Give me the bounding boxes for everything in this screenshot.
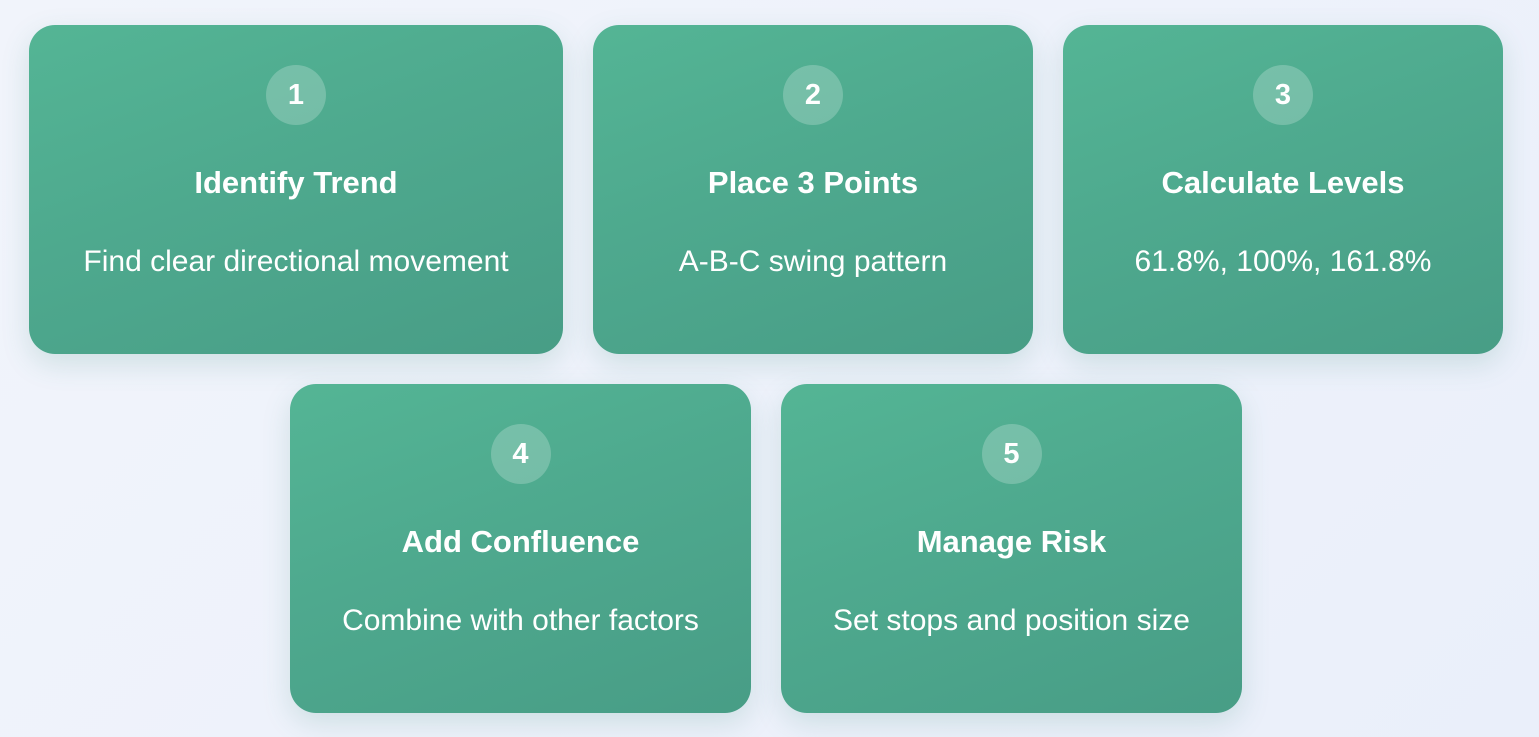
step-description: Find clear directional movement: [83, 245, 509, 278]
step-description: Combine with other factors: [342, 604, 699, 637]
step-title: Manage Risk: [916, 524, 1107, 559]
step-description: 61.8%, 100%, 161.8%: [1134, 245, 1432, 278]
step-title: Identify Trend: [194, 165, 398, 200]
step-card-calculate-levels: 3 Calculate Levels 61.8%, 100%, 161.8%: [1063, 25, 1503, 354]
step-card-add-confluence: 4 Add Confluence Combine with other fact…: [290, 384, 751, 713]
step-number-badge: 3: [1253, 65, 1313, 125]
step-title: Calculate Levels: [1161, 165, 1405, 200]
step-title: Add Confluence: [401, 524, 640, 559]
step-card-manage-risk: 5 Manage Risk Set stops and position siz…: [781, 384, 1242, 713]
step-description: A-B-C swing pattern: [678, 245, 948, 278]
step-card-identify-trend: 1 Identify Trend Find clear directional …: [29, 25, 563, 354]
step-number-badge: 1: [266, 65, 326, 125]
step-number-badge: 5: [981, 424, 1042, 484]
step-number-badge: 4: [490, 424, 551, 484]
step-title: Place 3 Points: [707, 165, 919, 200]
step-card-place-points: 2 Place 3 Points A-B-C swing pattern: [593, 25, 1033, 354]
step-number-badge: 2: [783, 65, 843, 125]
step-description: Set stops and position size: [833, 604, 1190, 637]
